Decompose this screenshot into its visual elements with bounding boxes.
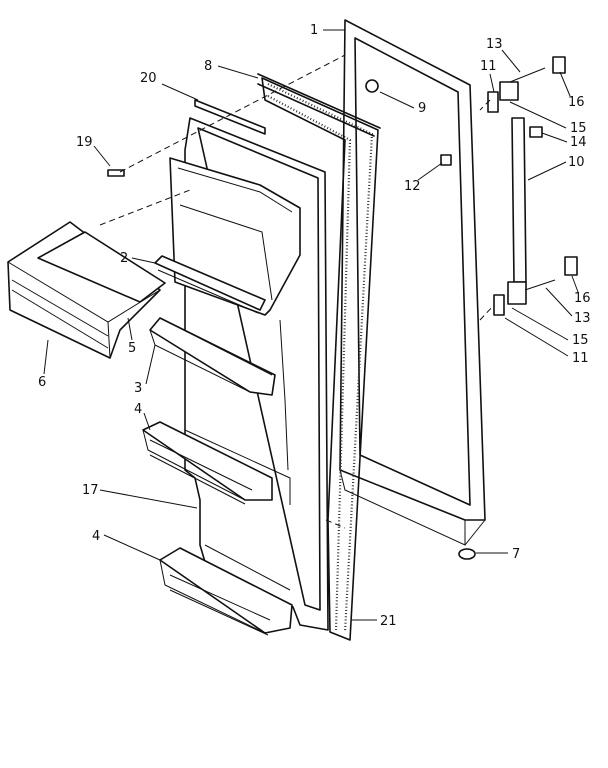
callout-4-middle: 4 (134, 402, 142, 417)
callouts: 1 2 3 4 4 5 6 7 8 9 10 11 11 12 13 13 14 (38, 23, 591, 629)
middle-door-bin (142, 421, 273, 505)
callout-16-lower: 16 (574, 291, 591, 306)
callout-10: 10 (568, 155, 585, 170)
callout-19: 19 (76, 135, 93, 150)
outer-door-panel (339, 19, 486, 546)
gasket-strip (257, 73, 381, 137)
lower-hinge-hardware (493, 256, 578, 316)
upper-door-bin (149, 317, 276, 396)
callout-21: 21 (380, 614, 397, 629)
callout-1: 1 (310, 23, 318, 38)
callout-13-upper: 13 (486, 37, 503, 52)
assembly-lines (99, 54, 495, 529)
callout-9: 9 (418, 101, 426, 116)
lower-door-bin (159, 547, 293, 636)
callout-3: 3 (134, 381, 142, 396)
cover-panel (37, 231, 166, 303)
door-handle (511, 117, 527, 283)
callout-12: 12 (404, 179, 421, 194)
callout-15-upper: 15 (570, 121, 587, 136)
callout-13-lower: 13 (574, 311, 591, 326)
callout-5: 5 (128, 341, 136, 356)
callout-11-lower: 11 (572, 351, 589, 366)
callout-7: 7 (512, 547, 520, 562)
callout-2: 2 (120, 251, 128, 266)
callout-6: 6 (38, 375, 46, 390)
callout-20: 20 (140, 71, 157, 86)
callout-17: 17 (82, 483, 99, 498)
door-gasket (261, 77, 379, 641)
upper-hinge-hardware (487, 56, 566, 138)
small-hardware (107, 79, 476, 560)
callout-15-lower: 15 (572, 333, 589, 348)
callout-16-upper: 16 (568, 95, 585, 110)
callout-4-bottom: 4 (92, 529, 100, 544)
small-shelf (154, 255, 266, 314)
callout-14: 14 (570, 135, 587, 150)
callout-11-upper: 11 (480, 59, 497, 74)
breaker-strip (194, 99, 266, 135)
callout-8: 8 (204, 59, 212, 74)
